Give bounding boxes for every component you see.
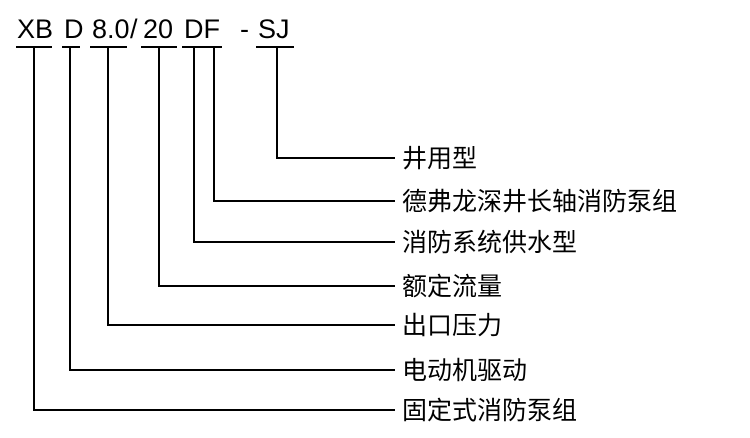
leader-xb bbox=[33, 47, 395, 411]
description-labels: 井用型 德弗龙深井长轴消防泵组 消防系统供水型 额定流量 出口压力 电动机驱动 … bbox=[402, 144, 677, 425]
leader-lines bbox=[33, 47, 395, 411]
leader-flow bbox=[158, 47, 395, 287]
desc-brand-pump-set: 德弗龙深井长轴消防泵组 bbox=[402, 187, 677, 216]
code-sj: SJ bbox=[258, 14, 290, 44]
leader-d bbox=[69, 47, 395, 371]
desc-motor-drive: 电动机驱动 bbox=[402, 356, 527, 385]
desc-rated-flow: 额定流量 bbox=[402, 272, 502, 301]
leader-df-2 bbox=[213, 47, 395, 202]
desc-outlet-pressure: 出口压力 bbox=[402, 311, 502, 340]
desc-well-type: 井用型 bbox=[402, 144, 477, 173]
code-slash: / bbox=[130, 14, 138, 44]
leader-pressure bbox=[107, 47, 395, 326]
desc-water-supply-type: 消防系统供水型 bbox=[402, 228, 577, 257]
code-d: D bbox=[64, 14, 84, 44]
code-dash: - bbox=[240, 14, 249, 44]
code-flow: 20 bbox=[143, 14, 173, 44]
leader-sj bbox=[276, 47, 395, 159]
code-pressure: 8.0 bbox=[92, 14, 130, 44]
model-code: XB D 8.0 / 20 DF - SJ bbox=[17, 14, 290, 44]
code-df: DF bbox=[184, 14, 220, 44]
code-xb: XB bbox=[17, 14, 53, 44]
leader-df-1 bbox=[193, 47, 395, 243]
desc-fixed-pump-set: 固定式消防泵组 bbox=[402, 396, 577, 425]
